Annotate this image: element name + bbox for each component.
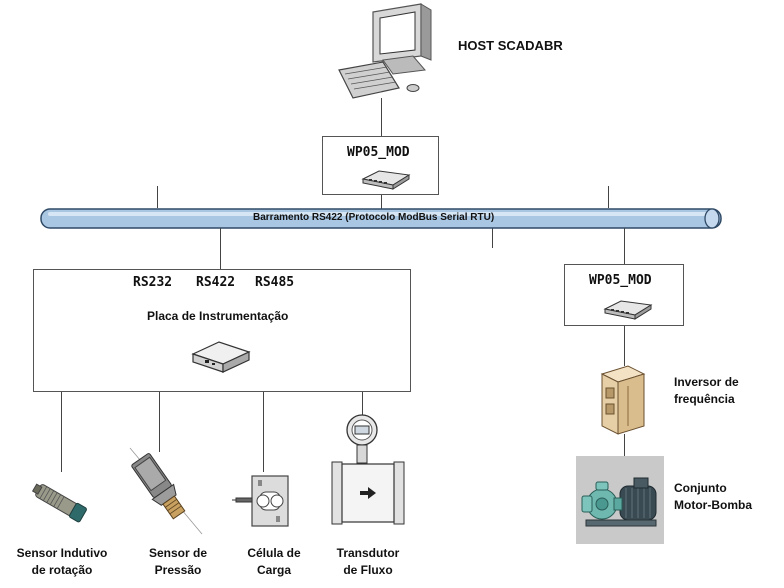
rs422-bus xyxy=(40,208,722,229)
sensor-label-line1: Célula de xyxy=(247,546,301,560)
connector-wp05-inverter xyxy=(624,326,625,366)
sensor-label-line1: Sensor de xyxy=(148,546,208,560)
sensor-label-load-cell: Célula de Carga xyxy=(232,545,316,579)
connector-inverter-motor xyxy=(624,434,625,456)
wp05-top-label: WP05_MOD xyxy=(347,145,410,160)
motor-pump-label: Conjunto Motor-Bomba xyxy=(674,480,752,514)
sensor-label-line2: de rotação xyxy=(31,563,93,577)
bus-label: Barramento RS422 (Protocolo ModBus Seria… xyxy=(253,212,495,223)
bus-stub xyxy=(492,228,493,248)
inverter-icon xyxy=(600,365,646,435)
connector-sensor-4 xyxy=(362,392,363,416)
inductive-sensor-icon xyxy=(31,483,87,523)
connector-sensor-1 xyxy=(61,392,62,472)
inverter-label: Inversor de frequência xyxy=(674,374,739,408)
wp05-top-module: WP05_MOD xyxy=(322,136,439,195)
sensor-label-flow: Transdutor de Fluxo xyxy=(326,545,410,579)
instrumentation-board: RS232 RS422 RS485 Placa de Instrumentaçã… xyxy=(33,269,411,392)
wp05-right-label: WP05_MOD xyxy=(589,273,652,288)
sensor-label-line2: Pressão xyxy=(154,563,202,577)
host-label: HOST SCADABR xyxy=(458,38,563,53)
motor-pump-label-line1: Conjunto xyxy=(674,481,727,495)
sensor-label-line1: Sensor Indutivo xyxy=(16,546,108,560)
sensor-label-line1: Transdutor xyxy=(336,546,400,560)
connector-sensor-2 xyxy=(159,392,160,452)
sensor-label-pressure: Sensor de Pressão xyxy=(136,545,220,579)
pressure-sensor-icon xyxy=(129,447,203,535)
bus-stub xyxy=(608,186,609,208)
board-label: Placa de Instrumentação xyxy=(147,309,289,323)
motor-pump-label-line2: Motor-Bomba xyxy=(674,498,752,512)
connector-bus-right xyxy=(624,228,625,264)
sensor-label-line2: de Fluxo xyxy=(343,563,393,577)
motor-pump-photo xyxy=(576,456,664,544)
computer-icon xyxy=(338,3,432,99)
port-label-rs232: RS232 xyxy=(133,275,173,290)
wp05-right-module: WP05_MOD xyxy=(564,264,684,326)
network-module-icon xyxy=(603,300,653,320)
connector-sensor-3 xyxy=(263,392,264,472)
inverter-label-line2: frequência xyxy=(674,392,735,406)
instrumentation-device-icon xyxy=(191,341,251,373)
bus-stub xyxy=(157,186,158,208)
connector-bus-board xyxy=(220,228,221,269)
motor-pump-icon xyxy=(581,477,657,527)
sensor-label-inductive: Sensor Indutivo de rotação xyxy=(14,545,110,579)
network-module-icon xyxy=(361,170,411,190)
connector-top-to-bus xyxy=(381,195,382,209)
inverter-label-line1: Inversor de xyxy=(674,375,739,389)
connector-host xyxy=(381,98,382,136)
load-cell-icon xyxy=(232,475,289,527)
sensor-label-line2: Carga xyxy=(256,563,291,577)
port-label-rs485: RS485 xyxy=(255,275,295,290)
flow-transducer-icon xyxy=(331,414,405,525)
port-label-rs422: RS422 xyxy=(196,275,236,290)
